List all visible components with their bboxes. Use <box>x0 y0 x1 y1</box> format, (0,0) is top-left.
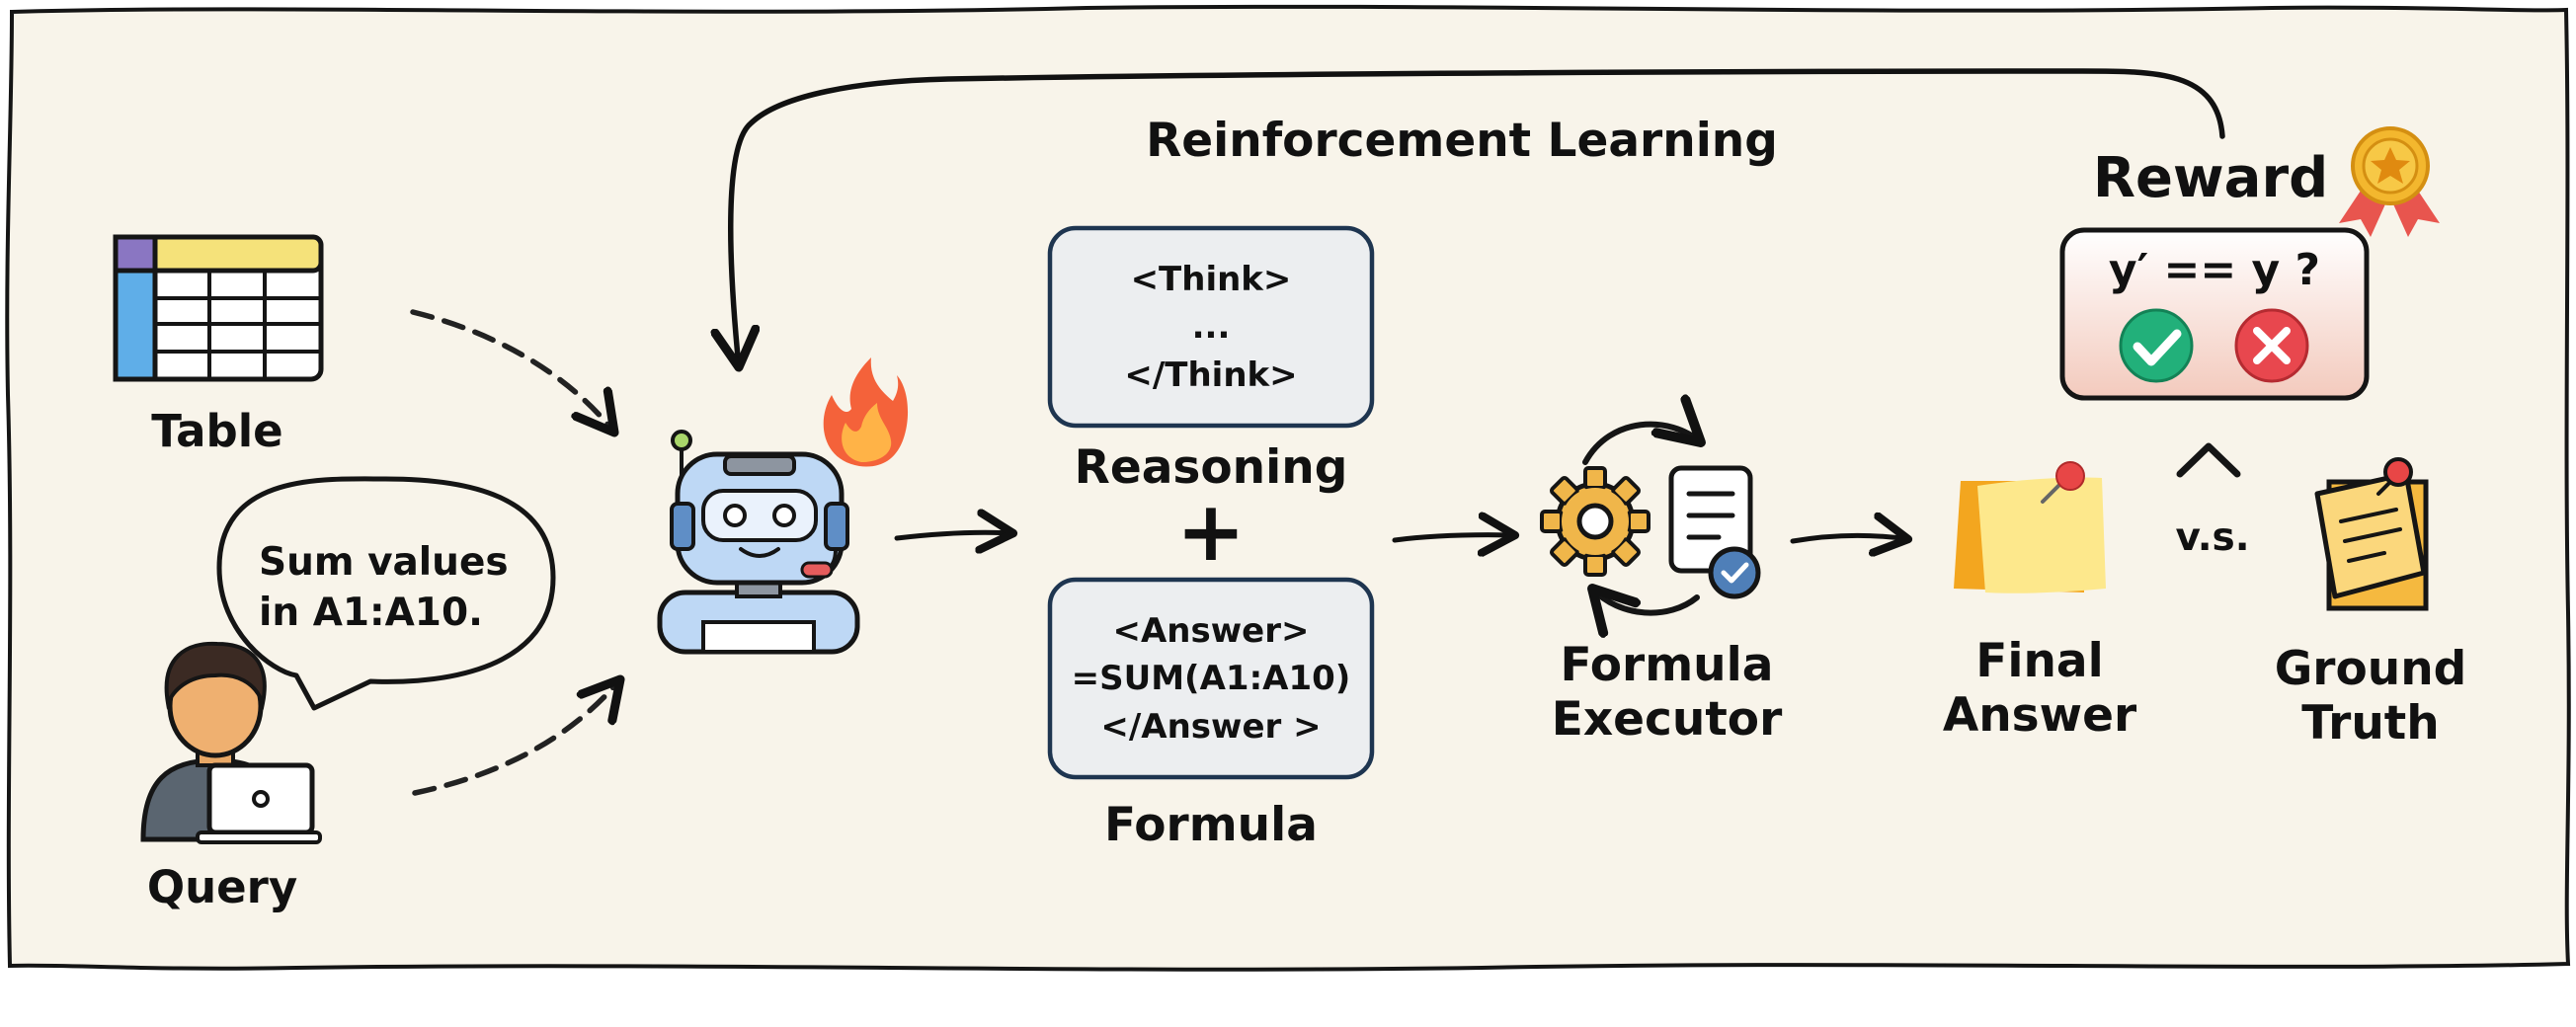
sticky-note-icon <box>1954 461 2106 593</box>
robot-icon <box>657 430 860 655</box>
reasoning-line-1: <Think> <box>1130 260 1292 299</box>
output-to-executor-arrow <box>1392 535 1515 540</box>
reasoning-box <box>1047 225 1375 429</box>
formula-box-text: <Answer> =SUM(A1:A10) </Answer > <box>1050 607 1372 750</box>
formula-line-2: =SUM(A1:A10) <box>1071 659 1351 699</box>
executor-label: Formula Executor <box>1551 638 1783 748</box>
background-panel <box>5 4 2571 972</box>
reasoning-line-3: </Think> <box>1124 355 1298 395</box>
formula-line-3: </Answer > <box>1100 706 1322 747</box>
formula-line-1: <Answer> <box>1112 611 1310 651</box>
query-bubble-text: Sum values in A1:A10. <box>259 540 509 635</box>
reinforcement-loop-arrow <box>731 68 2225 367</box>
diagram-title: Reinforcement Learning <box>1146 114 1778 168</box>
query-label: Query <box>146 861 298 913</box>
reasoning-label: Reasoning <box>1074 440 1348 495</box>
executor-icon <box>1540 425 1761 613</box>
medal-icon <box>2339 126 2440 237</box>
document-icon <box>1668 465 1761 599</box>
table-to-model-arrow <box>410 309 614 433</box>
formula-box <box>1047 577 1375 780</box>
gear-icon <box>1540 466 1650 577</box>
reward-label: Reward <box>2092 146 2329 210</box>
table-icon <box>113 234 324 382</box>
formula-label: Formula <box>1104 798 1318 852</box>
model-to-output-arrow <box>894 532 1013 538</box>
executor-to-answer-arrow <box>1790 535 1908 541</box>
caret-up-icon <box>2176 442 2241 478</box>
person-laptop-icon <box>140 641 322 844</box>
plus-sign: + <box>1175 483 1247 580</box>
reasoning-line-2: ... <box>1191 307 1231 348</box>
speech-bubble <box>216 476 556 711</box>
reward-check-expression: y′ == y ? <box>2108 245 2321 295</box>
ground-truth-label: Ground Truth <box>2274 642 2467 751</box>
ground-truth-note-icon <box>2314 457 2429 611</box>
query-to-model-arrow <box>412 679 620 796</box>
fire-icon <box>823 357 909 467</box>
check-icon <box>2119 308 2194 383</box>
table-label: Table <box>151 405 283 457</box>
final-answer-label: Final Answer <box>1942 634 2137 744</box>
vs-label: v.s. <box>2175 515 2250 560</box>
reasoning-box-text: <Think> ... </Think> <box>1050 256 1372 399</box>
cross-icon <box>2234 308 2309 383</box>
